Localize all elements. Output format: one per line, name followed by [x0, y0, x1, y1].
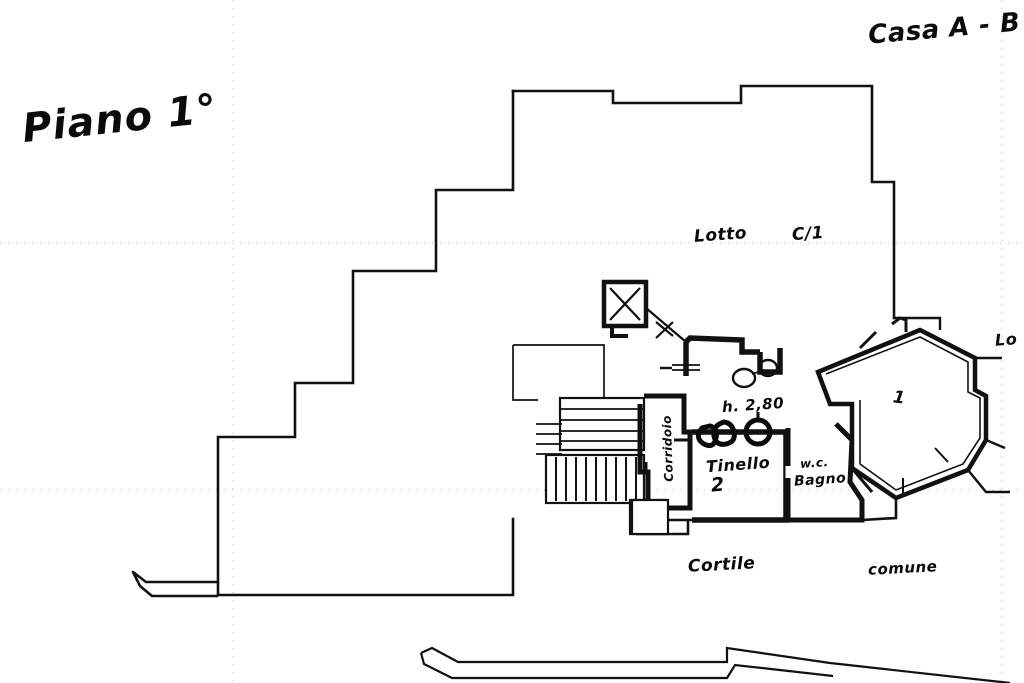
east-wall-ties — [894, 316, 1010, 494]
camera-1-window-marks — [902, 447, 949, 496]
balcony-connector — [645, 307, 687, 343]
bottom-strip-top — [420, 646, 1011, 683]
corridoio-door-openings — [644, 438, 692, 470]
stair-upper-flight — [558, 396, 646, 452]
stair-treads-upper — [560, 408, 644, 442]
camera-1-inner-line — [825, 336, 981, 491]
window-openings-north — [660, 364, 700, 371]
left-annex — [630, 498, 670, 536]
balcony-cross-b — [609, 287, 641, 321]
bottom-wall-strip — [419, 646, 1011, 683]
corridoio-walls — [637, 393, 693, 511]
lot-boundary-outline — [216, 84, 896, 597]
tinello-ink-marks — [696, 412, 773, 448]
room-number-tinello: 2 — [710, 473, 726, 497]
corridoio-outline — [637, 393, 693, 511]
hob-fixture — [757, 358, 779, 378]
balcony-stub — [610, 326, 628, 338]
lot-code-label: C/1 — [791, 222, 825, 246]
service-block-north-edge — [513, 344, 644, 401]
stair-treads-lower — [555, 457, 637, 501]
fixture-connector — [751, 369, 765, 375]
cucina-east-wall — [757, 348, 783, 375]
lot-boundary-west-steps — [216, 89, 515, 597]
lot-label-right-cropped: Lo — [994, 329, 1018, 350]
courtyard-label: Cortile — [687, 553, 756, 577]
window-mark-east — [934, 447, 949, 463]
room-label-wc: w.c. — [799, 455, 830, 471]
service-block-outline — [512, 344, 644, 401]
kitchen-fixtures — [731, 358, 779, 389]
annex-outline — [630, 498, 670, 536]
boundary-corner-hook — [131, 570, 218, 598]
sink-fixture — [731, 367, 757, 389]
building-south-boundary — [636, 498, 898, 536]
service-block-west-edge — [512, 345, 538, 401]
lot-boundary-south — [216, 517, 515, 597]
cucina-walls — [683, 335, 783, 376]
cucina-north-wall — [684, 335, 760, 355]
balcony-crossed-square — [601, 279, 649, 338]
bottom-strip-bottom — [419, 652, 834, 680]
lot-boundary-north — [511, 84, 896, 320]
stair-treads-left — [536, 423, 562, 455]
lot-label: Lotto — [693, 223, 748, 247]
room-label-corridoio: Corridoio — [659, 414, 676, 482]
courtyard-qualifier-label: comune — [867, 557, 938, 579]
hook-upper-edge — [131, 570, 218, 598]
